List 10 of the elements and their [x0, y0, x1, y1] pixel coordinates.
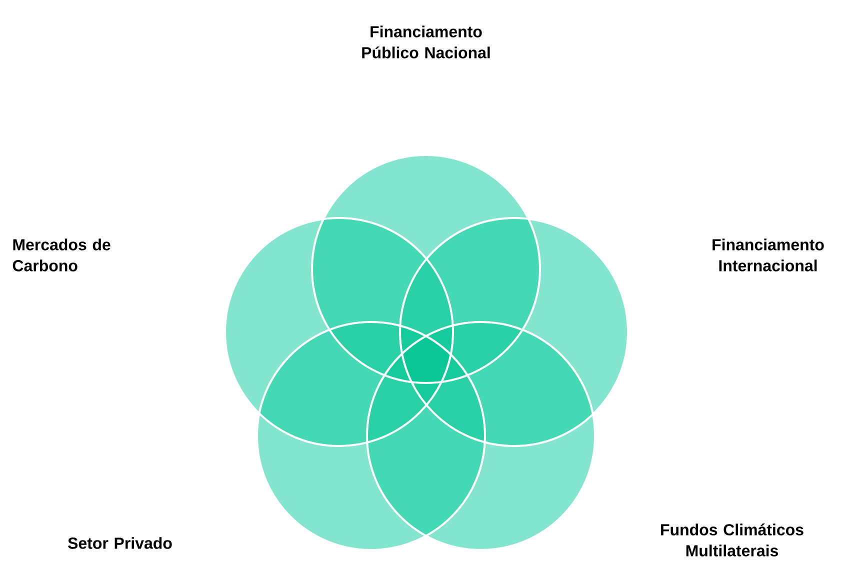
venn-circle — [311, 154, 541, 384]
circle-label: Mercados de Carbono — [12, 238, 110, 272]
venn-circle — [224, 217, 454, 447]
circle-label: Financiamento Público Nacional — [362, 26, 490, 58]
circle-label: Setor Privado — [68, 537, 172, 549]
circle-label: Financiamento Internacional — [712, 238, 824, 272]
circle-label: Fundos Climáticos Multilaterais — [661, 524, 804, 556]
venn-circle — [366, 320, 596, 551]
venn-circle — [256, 320, 486, 551]
venn-circle — [399, 217, 629, 447]
